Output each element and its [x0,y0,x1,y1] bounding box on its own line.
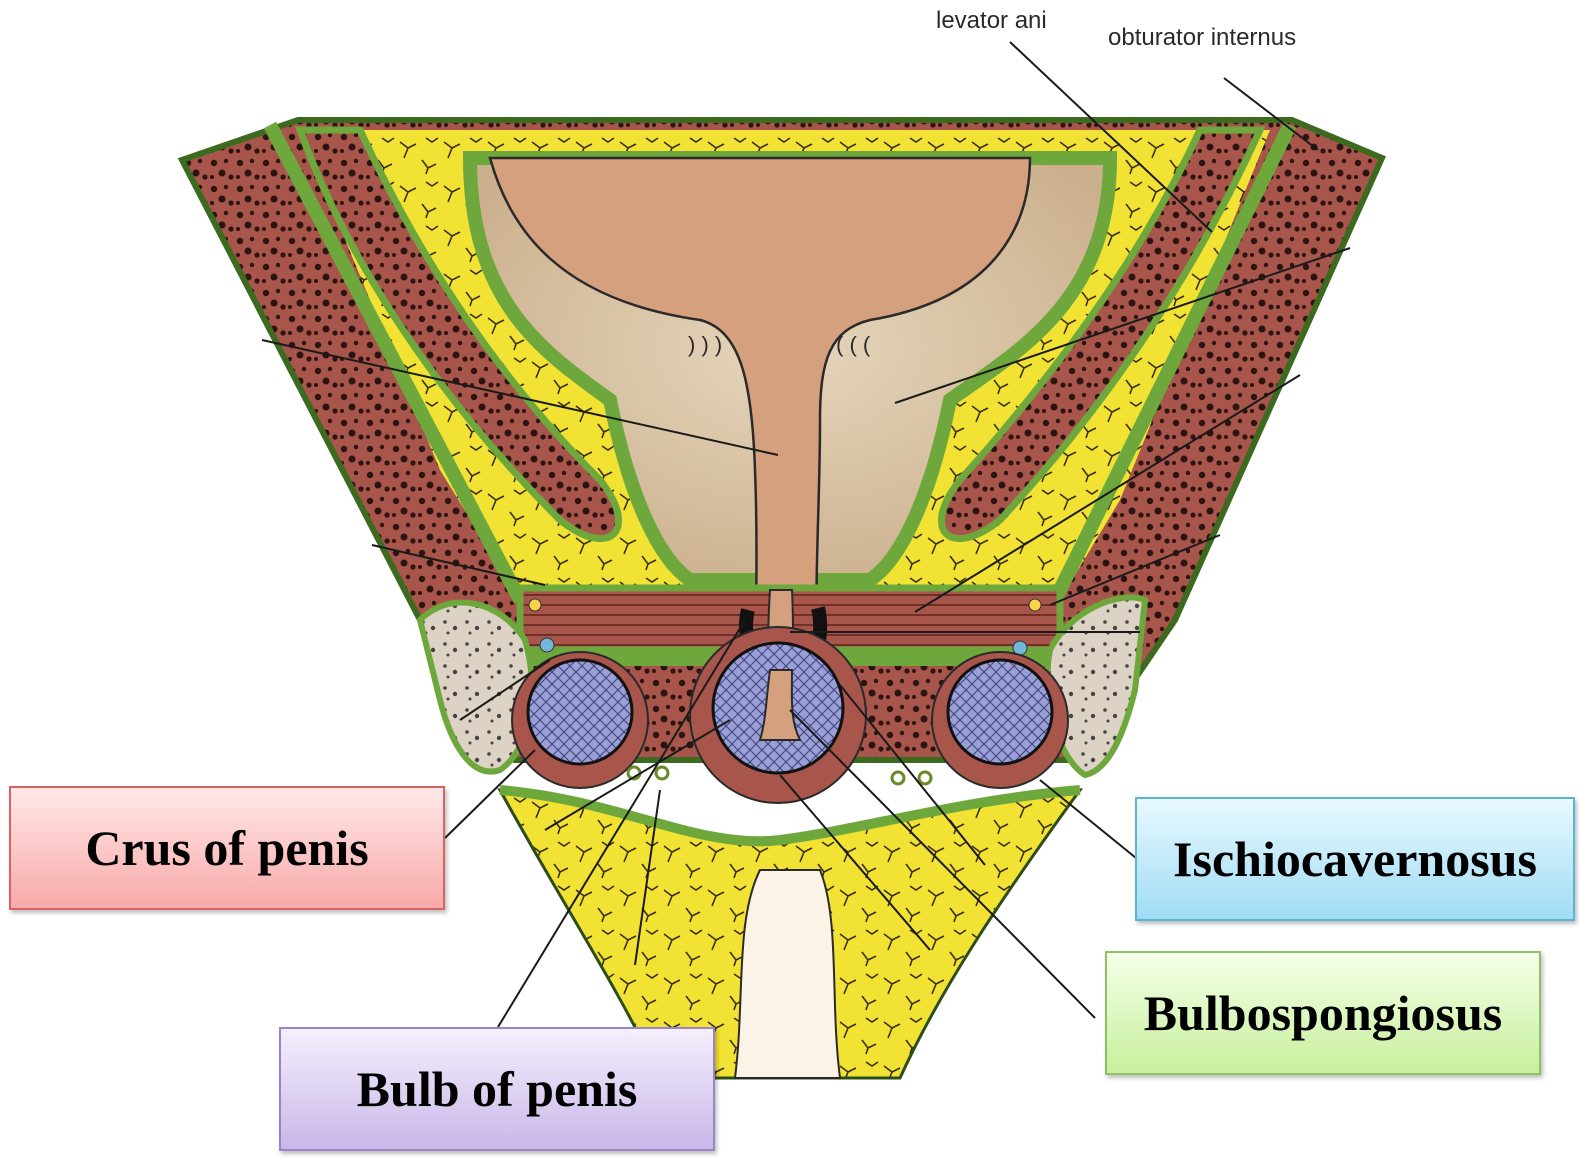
folds-left: ) ) ) [688,332,722,357]
vessel-left-blue [540,638,554,652]
left-ischial-tuberosity [420,603,532,772]
left-crus [528,660,632,764]
ischiocavernosus-label: Ischiocavernosus [1135,797,1575,921]
right-crus [948,660,1052,764]
bulb-of-penis-label: Bulb of penis [279,1027,715,1151]
vessel-left-yellow [529,599,541,611]
levator-ani-label: levator ani [936,7,1047,34]
small-vessel-3 [892,772,904,784]
vessel-right-yellow [1029,599,1041,611]
crus-of-penis-label: Crus of penis [9,786,445,910]
obturator-internus-label: obturator internus [1108,24,1296,51]
small-vessel-4 [919,772,931,784]
small-vessel-2 [656,767,668,779]
bulbospongiosus-label: Bulbospongiosus [1105,951,1541,1075]
scrotal-septum [735,870,840,1078]
folds-right: ( ( ( [836,332,871,357]
